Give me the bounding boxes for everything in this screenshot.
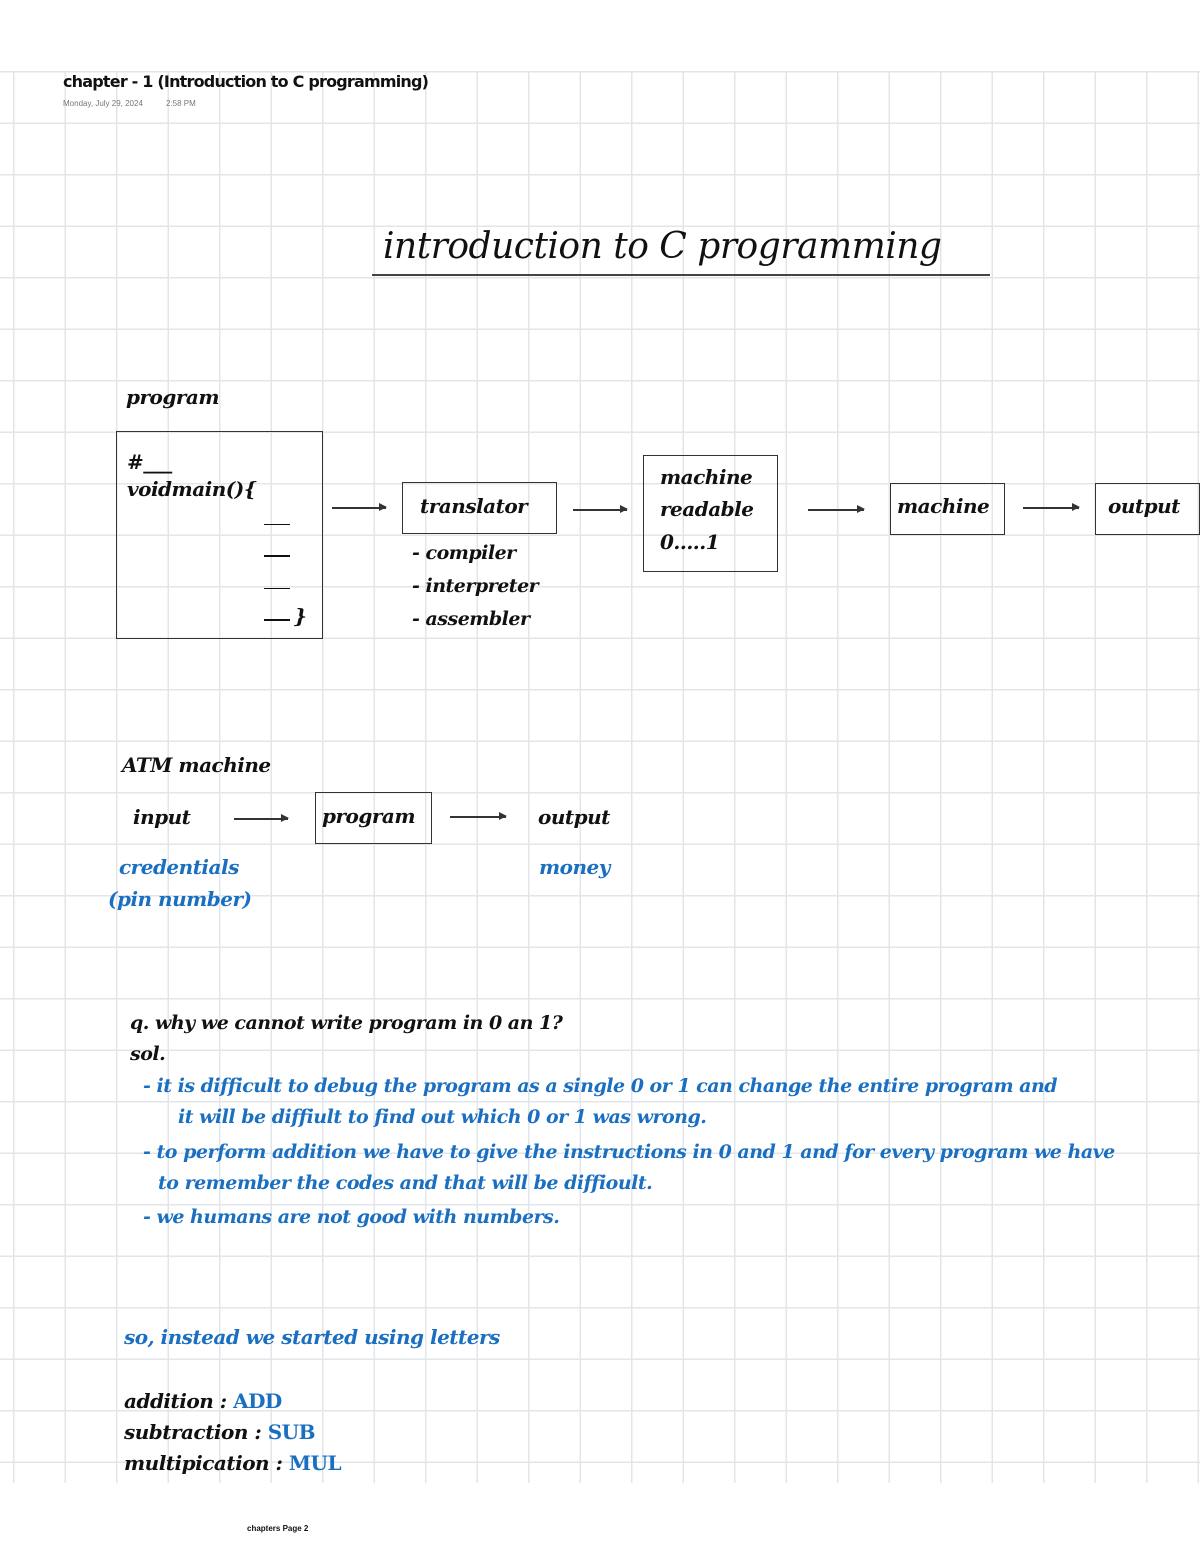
machine-readable-line: machine	[660, 465, 753, 489]
atm-output-label: output	[538, 805, 610, 829]
arrow-right-icon	[234, 815, 289, 821]
atm-input-example: (pin number)	[108, 887, 252, 911]
mnemonic-operation: multipication :	[124, 1451, 283, 1475]
note-time: 2:58 PM	[166, 99, 196, 108]
code-placeholder-line	[264, 524, 290, 525]
code-line-main: voidmain(){	[127, 477, 257, 501]
machine-readable-box	[643, 455, 778, 572]
mnemonic-row: subtraction : SUB	[124, 1420, 316, 1444]
machine-label: machine	[897, 494, 990, 518]
answer-line: - it is difficult to debug the program a…	[143, 1075, 1058, 1097]
arrow-right-icon	[808, 506, 865, 512]
atm-input-label: input	[133, 805, 191, 829]
arrow-right-icon	[450, 813, 507, 819]
note-title: chapter - 1 (Introduction to C programmi…	[63, 72, 429, 91]
code-line-include: #___	[127, 450, 172, 474]
answer-line: - we humans are not good with numbers.	[143, 1206, 560, 1228]
page-footer: chapters Page 2	[247, 1524, 309, 1533]
machine-box	[890, 483, 1005, 535]
translator-type: - interpreter	[412, 575, 539, 597]
note-date: Monday, July 29, 2024	[63, 99, 143, 108]
mnemonic-operation: subtraction :	[124, 1420, 262, 1444]
mnemonic-row: multipication : MUL	[124, 1451, 342, 1475]
code-placeholder-line	[264, 555, 290, 557]
arrow-right-icon	[332, 504, 387, 510]
translator-box	[402, 482, 557, 534]
code-placeholder-line	[264, 619, 290, 621]
output-label: output	[1108, 494, 1180, 518]
arrow-right-icon	[1023, 504, 1080, 510]
program-code-box	[116, 431, 323, 639]
arrow-right-icon	[573, 506, 628, 512]
translator-label: translator	[420, 494, 528, 518]
mnemonic-code: ADD	[233, 1389, 282, 1413]
code-placeholder-line	[264, 588, 290, 589]
translator-type: - compiler	[412, 542, 516, 564]
title-underline	[372, 274, 990, 276]
grid-background	[0, 71, 1200, 1483]
code-closing-brace: }	[294, 604, 307, 628]
page-title: introduction to C programming	[383, 226, 942, 267]
answer-line: it will be diffiult to find out which 0 …	[178, 1106, 707, 1128]
atm-program-box	[315, 792, 432, 844]
atm-output-example: money	[539, 855, 610, 879]
answer-line: - to perform addition we have to give th…	[143, 1141, 1115, 1163]
mnemonic-row: addition : ADD	[124, 1389, 282, 1413]
program-label: program	[126, 385, 220, 409]
mnemonic-code: MUL	[288, 1451, 342, 1475]
machine-readable-line: readable	[660, 497, 754, 521]
letters-intro: so, instead we started using letters	[124, 1325, 500, 1349]
mnemonic-code: SUB	[267, 1420, 316, 1444]
machine-readable-line: 0.....1	[660, 530, 720, 554]
mnemonic-operation: addition :	[124, 1389, 227, 1413]
atm-input-example: credentials	[119, 855, 239, 879]
question-text: q. why we cannot write program in 0 an 1…	[130, 1012, 563, 1034]
atm-program-label: program	[322, 804, 416, 828]
answer-line: to remember the codes and that will be d…	[158, 1172, 653, 1194]
translator-type: - assembler	[412, 608, 530, 630]
solution-label: sol.	[130, 1043, 166, 1065]
atm-section-label: ATM machine	[122, 753, 271, 777]
